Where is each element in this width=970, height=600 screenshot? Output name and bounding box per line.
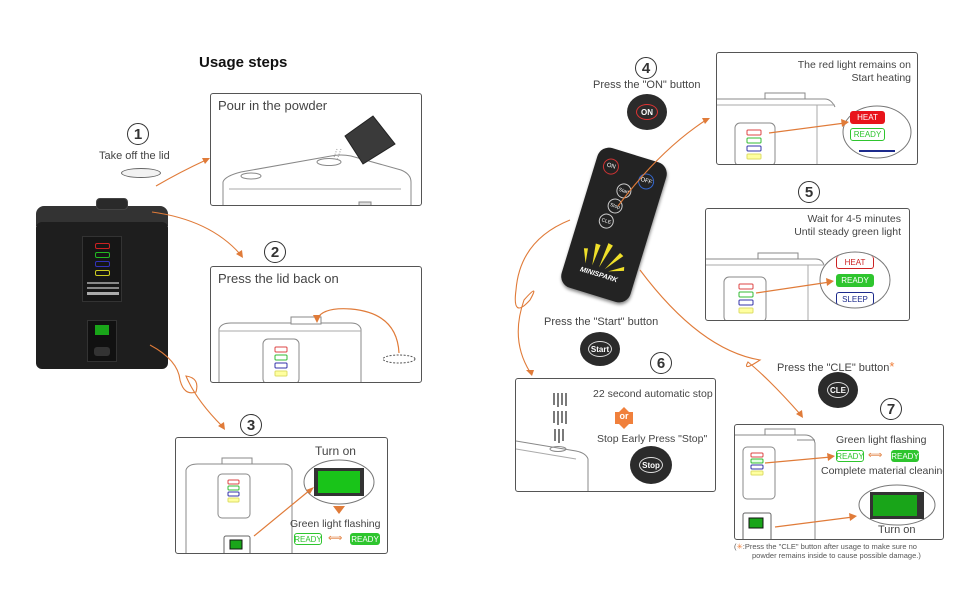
arrowhead (202, 158, 210, 164)
cleaning-illustration (735, 428, 936, 539)
on-button-label: ON (636, 104, 658, 120)
ready-lamp-off: READY (850, 128, 885, 141)
steady-green-text: Until steady green light (794, 226, 901, 238)
step-2-number: 2 (264, 241, 286, 263)
or-label: or (619, 411, 629, 421)
remote-off-button: OFF (636, 171, 657, 192)
turn-on-label: Turn on (878, 524, 916, 536)
start-button-label: Start (588, 341, 612, 357)
sleep-lamp: SLEEP (836, 292, 874, 305)
start-button-caption: Press the "Start" button (544, 316, 659, 328)
step-7-number: 7 (880, 398, 902, 420)
panel-spray: 22 second automatic stop or Stop Early P… (515, 378, 716, 492)
step-6-number: 6 (650, 352, 672, 374)
arrowhead (796, 410, 803, 418)
pour-illustration (222, 115, 412, 205)
auto-stop-text: 22 second automatic stop (593, 388, 713, 400)
panel-turn-on: Turn on Green light flashing READY ⟺ REA… (175, 437, 388, 554)
heat-lamp-on: HEAT (850, 111, 885, 124)
remote-start-button: Start (614, 181, 634, 201)
lid-illustration (218, 308, 416, 382)
stop-button-label: Stop (639, 457, 663, 473)
footnote: (✳:Press the "CLE" button after usage to… (734, 542, 921, 560)
remote-cle-button: CLE (596, 211, 616, 231)
wait-illustration (706, 251, 891, 320)
device-photo (36, 198, 168, 369)
step-2-caption: Press the lid back on (218, 271, 339, 286)
arrowhead (218, 422, 225, 430)
flashing-arrow-icon: ⟺ (868, 450, 883, 461)
page-title: Usage steps (199, 54, 288, 71)
heating-illustration (717, 92, 912, 164)
stop-button-closeup: Stop (630, 446, 672, 484)
start-button-closeup: Start (580, 332, 620, 366)
pour-caption: Pour in the powder (218, 98, 328, 113)
step-3-number: 3 (240, 414, 262, 436)
cleaning-complete-text: Complete material cleaning (821, 465, 944, 477)
arrowhead (702, 118, 710, 124)
ready-lamp-on: READY (350, 533, 380, 545)
panel-cleaning: Green light flashing READY ⟺ READY Compl… (734, 424, 944, 540)
turn-on-illustration (185, 457, 375, 553)
remote-on-button: ON (600, 156, 621, 177)
arrow-step1-to-pour (155, 159, 207, 187)
ready-lamp-on: READY (836, 274, 874, 287)
start-heating-text: Start heating (851, 72, 911, 84)
cle-caption-text: Press the "CLE" button (777, 362, 890, 374)
device-indicator-panel (82, 236, 122, 302)
turn-on-label: Turn on (315, 444, 356, 458)
step-1-caption: Take off the lid (99, 150, 170, 162)
panel-pour-powder: Pour in the powder (210, 93, 422, 206)
cle-button-label: CLE (827, 382, 849, 398)
step-4-caption: Press the "ON" button (593, 79, 701, 91)
cle-button-caption: Press the "CLE" button* (777, 359, 894, 374)
step-1-number: 1 (127, 123, 149, 145)
spray-illustration (516, 393, 633, 491)
ready-lamp-off: READY (294, 533, 322, 545)
step-4-number: 4 (635, 57, 657, 79)
panel-wait: Wait for 4-5 minutes Until steady green … (705, 208, 910, 321)
footnote-marker-icon: ✳ (736, 542, 743, 551)
cle-button-closeup: CLE (818, 372, 858, 408)
arrowhead (526, 370, 534, 376)
on-button-closeup: ON (627, 94, 667, 130)
arrow-remote-to-step6 (514, 219, 571, 373)
remote-logo-icon (583, 243, 625, 272)
panel-press-lid: Press the lid back on (210, 266, 422, 383)
stop-early-text: Stop Early Press "Stop" (597, 433, 708, 445)
cle-green-flashing-text: Green light flashing (836, 434, 927, 446)
panel-heating: The red light remains on Start heating H… (716, 52, 918, 165)
remote-stop-button: Stop (605, 196, 625, 216)
device-lid (96, 198, 128, 210)
arrowhead (236, 250, 243, 258)
step-5-number: 5 (798, 181, 820, 203)
wait-text: Wait for 4-5 minutes (807, 213, 901, 225)
ready-lamp-off: READY (836, 450, 864, 462)
heat-lamp-off: HEAT (836, 256, 874, 269)
green-light-flashing-label: Green light flashing (290, 518, 381, 530)
power-switch-socket (87, 320, 117, 362)
wait-time-text: Wait for 4-5 minutes (807, 213, 901, 225)
ready-lamp-on: READY (891, 450, 919, 462)
red-light-text: The red light remains on (797, 59, 911, 71)
remote-control: ON OFF Start Stop CLE MINISPARK (558, 144, 670, 306)
asterisk-icon: * (889, 359, 895, 374)
footnote-line-2: powder remains inside to cause possible … (752, 551, 919, 560)
footnote-line-1: Press the "CLE" button after usage to ma… (744, 542, 917, 551)
flashing-arrow-icon: ⟺ (328, 533, 343, 544)
lid-icon (121, 168, 161, 178)
